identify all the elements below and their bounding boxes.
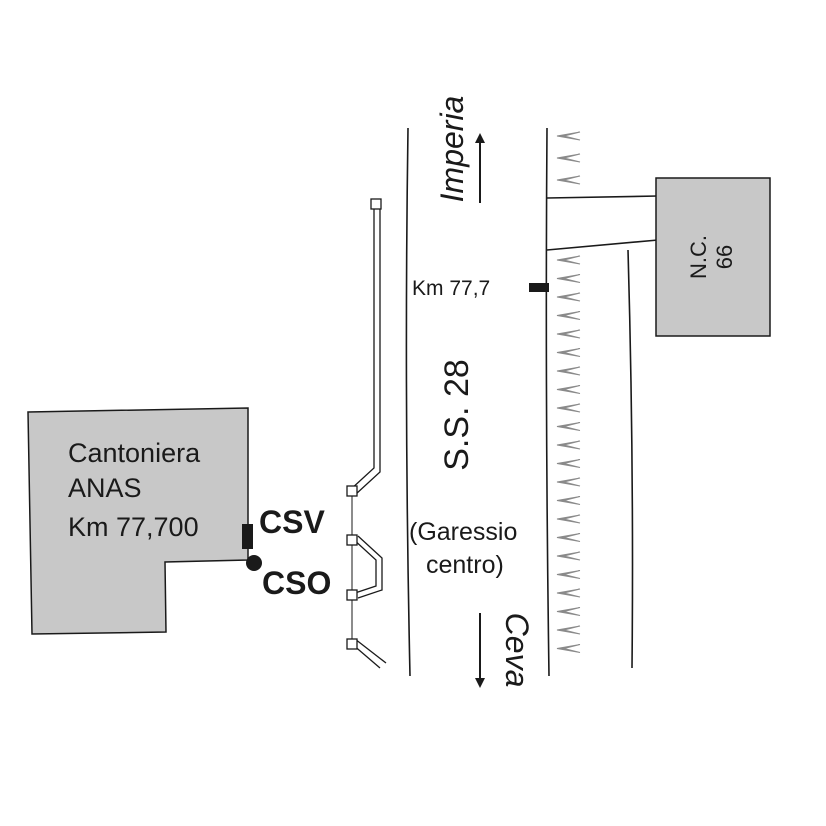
- building-nc-line1: N.C.: [686, 235, 711, 279]
- guard-rail-posts: [346, 198, 382, 650]
- grass-tick: [556, 175, 581, 185]
- csv-label: CSV: [259, 504, 325, 540]
- grass-tick: [556, 131, 581, 141]
- grass-tick: [556, 403, 581, 413]
- km-label: Km 77,7: [412, 277, 490, 300]
- road-right-edge: [545, 127, 550, 677]
- cso-label: CSO: [262, 565, 331, 601]
- access-road: [546, 195, 659, 669]
- road-edges: [405, 127, 550, 677]
- grass-tick: [556, 644, 581, 653]
- grass-tick: [556, 385, 581, 394]
- road-name: S.S. 28: [438, 359, 476, 471]
- grass-tick: [556, 570, 581, 579]
- building-cantoniera: Cantoniera ANAS Km 77,700: [27, 407, 249, 635]
- km-marker: [529, 283, 549, 292]
- building-nc-shape: [655, 177, 771, 337]
- grass-tick: [556, 588, 581, 598]
- grass-tick: [556, 292, 581, 302]
- grass-tick: [556, 153, 581, 163]
- grass-tick: [556, 514, 581, 524]
- road-left-edge: [405, 127, 411, 677]
- building-cantoniera-line2: ANAS: [68, 473, 142, 503]
- road-subtitle-line1: (Garessio: [409, 518, 517, 546]
- grass-tick: [556, 329, 581, 339]
- grass-tick: [556, 533, 581, 542]
- grass-tick: [556, 366, 581, 376]
- grass-tick: [556, 274, 581, 283]
- building-nc-line2: 66: [712, 245, 737, 269]
- road-subtitle-line2: centro): [426, 551, 504, 579]
- cso-marker: [246, 555, 262, 571]
- building-cantoniera-shape: [27, 407, 249, 635]
- grass-tick: [556, 496, 581, 505]
- csv-marker: [242, 524, 253, 549]
- grass-tick: [556, 255, 581, 265]
- direction-north-label: Imperia: [434, 96, 470, 203]
- building-cantoniera-line3: Km 77,700: [68, 512, 199, 542]
- grass-tick: [556, 422, 581, 431]
- grass-tick: [556, 551, 581, 561]
- grass-tick: [556, 459, 581, 468]
- grass-tick: [556, 311, 581, 320]
- building-cantoniera-line1: Cantoniera: [68, 438, 201, 468]
- building-nc: N.C. 66: [655, 177, 771, 337]
- grass-tick: [556, 348, 581, 357]
- grass-tick: [556, 607, 581, 616]
- grass-tick: [556, 477, 581, 487]
- vegetation: [556, 131, 581, 653]
- direction-south-label: Ceva: [499, 613, 535, 688]
- guard-rail: [349, 207, 387, 669]
- grass-tick: [556, 625, 581, 635]
- grass-tick: [556, 440, 581, 450]
